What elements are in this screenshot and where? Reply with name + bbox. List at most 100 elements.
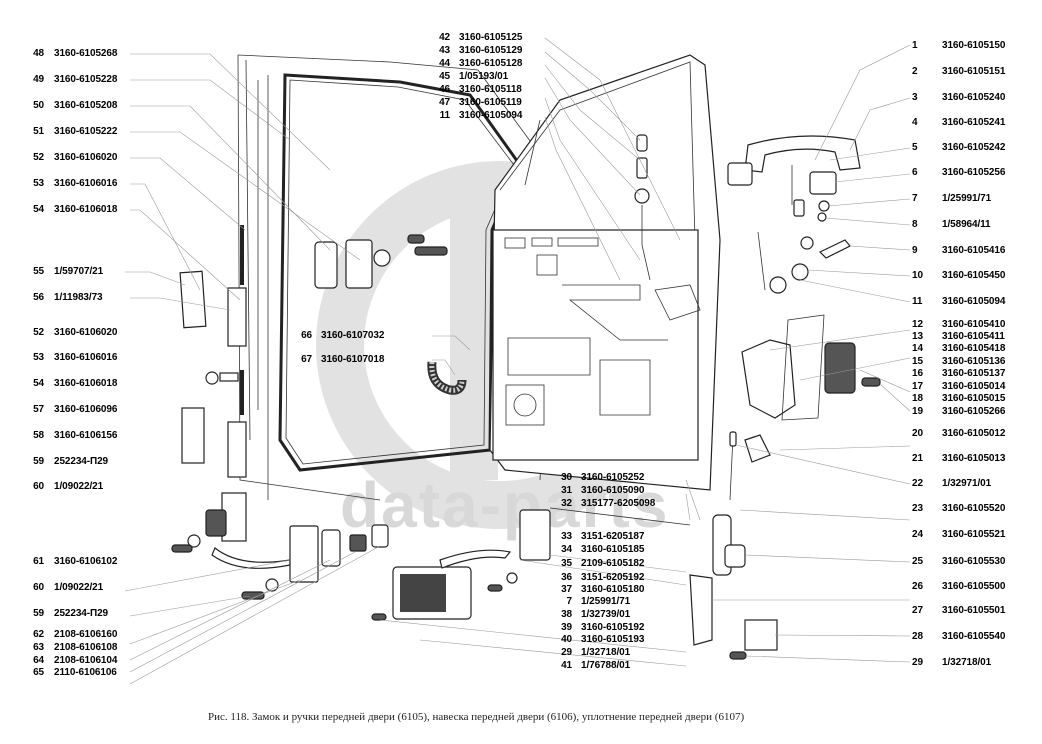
- callout-number: 23: [912, 503, 923, 514]
- part-number: 1/09022/21: [54, 481, 104, 492]
- inner-handle-group: [289, 507, 691, 621]
- callout-12: 12 3160-6105410: [912, 319, 1005, 331]
- part-number: 3160-6105520: [942, 503, 1006, 514]
- callout-number: 30: [561, 472, 572, 483]
- part-number: 3160-6105252: [581, 472, 645, 483]
- part-number: 3160-6106018: [54, 378, 118, 389]
- part-number: 3160-6105222: [54, 126, 118, 137]
- callout-number: 62: [33, 629, 44, 640]
- callout-47: 47 3160-6105119: [430, 97, 522, 109]
- part-number: 3160-6105256: [942, 167, 1006, 178]
- part-number: 3160-6105137: [942, 368, 1006, 379]
- part-number: 1/32718/01: [942, 657, 992, 668]
- callout-number: 29: [561, 647, 572, 658]
- callout-number: 50: [33, 100, 44, 111]
- part-number: 2108-6106108: [54, 642, 118, 653]
- callout-number: 67: [301, 354, 312, 365]
- callout-number: 20: [912, 428, 923, 439]
- callout-number: 17: [912, 381, 923, 392]
- part-number: 3160-6106018: [54, 204, 118, 215]
- callout-31: 31 3160-6105090: [552, 485, 644, 497]
- callout-number: 55: [33, 266, 44, 277]
- callout-number: 16: [912, 368, 923, 379]
- part-number: 3160-6105094: [942, 296, 1006, 307]
- part-number: 2109-6105182: [581, 558, 645, 569]
- part-number: 3160-6105266: [942, 406, 1006, 417]
- door-seal: [278, 73, 522, 472]
- callout-number: 11: [439, 110, 450, 121]
- part-number: 2110-6106106: [54, 667, 117, 678]
- part-number: 3160-6105119: [459, 97, 522, 108]
- part-number: 1/25991/71: [581, 596, 631, 607]
- callout-32: 32 315177-6205098: [552, 498, 655, 510]
- callout-number: 54: [33, 204, 44, 215]
- part-number: 315177-6205098: [581, 498, 656, 509]
- callout-number: 42: [439, 32, 450, 43]
- part-number: 1/76788/01: [581, 660, 631, 671]
- door-lock-mechanism: [654, 284, 881, 421]
- callout-number: 45: [439, 71, 450, 82]
- part-number: 3160-6105450: [942, 270, 1006, 281]
- part-number: 3160-6105090: [581, 485, 645, 496]
- part-number: 3160-6105418: [942, 343, 1006, 354]
- part-number: 1/32971/01: [942, 478, 992, 489]
- callout-number: 29: [912, 657, 923, 668]
- callout-59: 59 252234-П29: [20, 608, 108, 620]
- part-number: 3160-6106156: [54, 430, 118, 441]
- part-number: 3160-6105015: [942, 393, 1006, 404]
- callout-number: 58: [33, 430, 44, 441]
- part-number: 3160-6106016: [54, 352, 118, 363]
- callout-number: 46: [439, 84, 450, 95]
- callout-number: 34: [561, 544, 572, 555]
- part-number: 3160-6105193: [581, 634, 645, 645]
- part-number: 1/58964/11: [942, 219, 991, 230]
- part-number: 3160-6105241: [942, 117, 1006, 128]
- part-number: 3160-6105410: [942, 319, 1006, 330]
- callout-number: 47: [439, 97, 450, 108]
- callout-number: 32: [561, 498, 572, 509]
- callout-19: 19 3160-6105266: [912, 406, 1005, 418]
- part-number: 3160-6105013: [942, 453, 1006, 464]
- callout-number: 36: [561, 572, 572, 583]
- part-number: 3160-6105228: [54, 74, 118, 85]
- part-number: 3160-6105208: [54, 100, 118, 111]
- part-number: 1/32718/01: [581, 647, 631, 658]
- part-number: 3160-6105185: [581, 544, 645, 555]
- part-number: 3160-6105240: [942, 92, 1006, 103]
- callout-50: 50 3160-6105208: [20, 100, 117, 112]
- callout-number: 44: [439, 58, 450, 69]
- callout-number: 14: [912, 343, 923, 354]
- callout-number: 11: [912, 296, 923, 307]
- callout-number: 4: [912, 117, 918, 128]
- callout-number: 59: [33, 608, 44, 619]
- callout-34: 34 3160-6105185: [552, 544, 644, 556]
- part-number: 3160-6105242: [942, 142, 1006, 153]
- callout-number: 19: [912, 406, 923, 417]
- part-number: 3160-6105012: [942, 428, 1006, 439]
- part-number: 252234-П29: [54, 608, 109, 619]
- callout-number: 31: [561, 485, 572, 496]
- part-number: 3160-6105125: [459, 32, 523, 43]
- callout-number: 59: [33, 456, 44, 467]
- callout-number: 61: [33, 556, 44, 567]
- part-number: 3160-6105501: [942, 605, 1006, 616]
- callout-number: 8: [912, 219, 918, 230]
- part-number: 3160-6105416: [942, 245, 1006, 256]
- callout-number: 12: [912, 319, 923, 330]
